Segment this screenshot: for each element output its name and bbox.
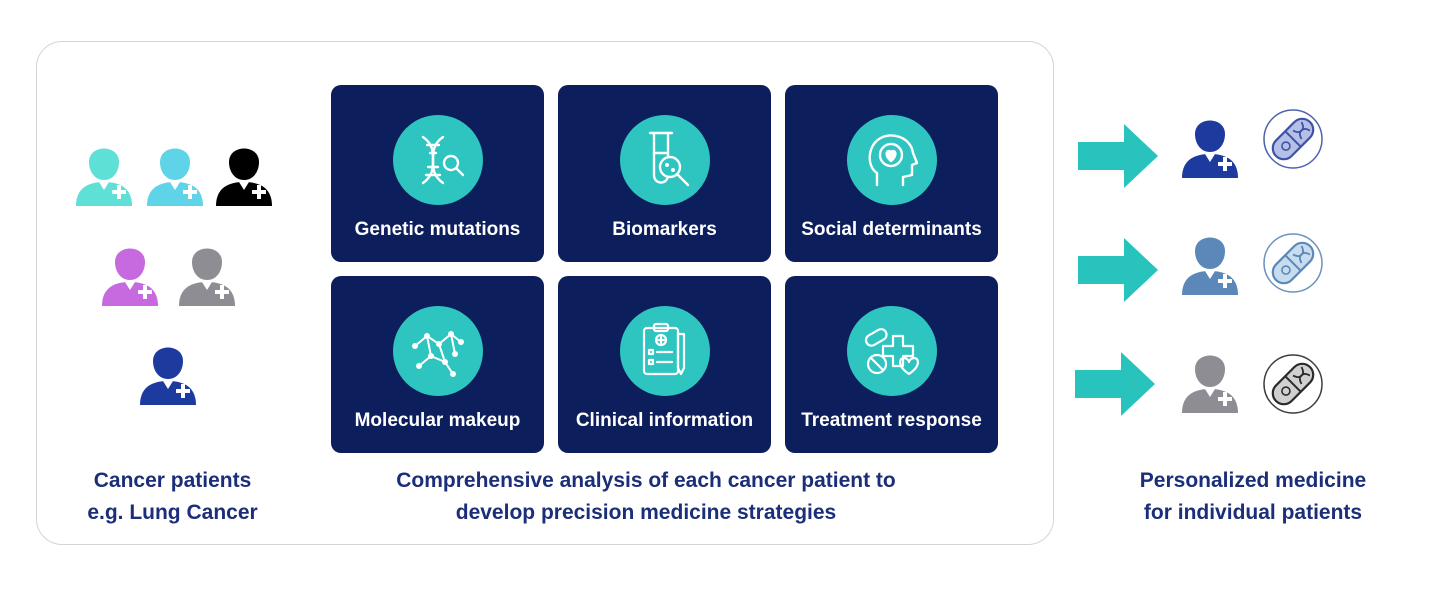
patient-icon xyxy=(212,138,276,208)
tile-label: Biomarkers xyxy=(612,219,717,240)
tile-clinical-information: Clinical information xyxy=(558,276,771,453)
tile-label: Molecular makeup xyxy=(354,410,521,431)
head-heart-icon xyxy=(846,115,937,205)
patient-icon xyxy=(143,138,207,208)
molecule-network-icon xyxy=(392,306,483,396)
arrow-right-icon xyxy=(1075,352,1155,416)
tile-label: Clinical information xyxy=(575,410,754,431)
capsule-pill-icon xyxy=(1262,108,1324,170)
tile-genetic-mutations: Genetic mutations xyxy=(331,85,544,262)
capsule-pill-icon xyxy=(1262,232,1324,294)
pills-heart-icon xyxy=(846,306,937,396)
patient-icon xyxy=(136,337,200,407)
outcome-patient-icon xyxy=(1178,227,1242,297)
caption-cancer-patients: Cancer patients e.g. Lung Cancer xyxy=(87,469,258,524)
dna-search-icon xyxy=(392,115,483,205)
test-tube-magnifier-icon xyxy=(619,115,710,205)
outcome-patient-icon xyxy=(1178,110,1242,180)
clipboard-icon xyxy=(619,306,710,396)
arrow-right-icon xyxy=(1078,238,1158,302)
capsule-pill-icon xyxy=(1262,353,1324,415)
tile-social-determinants: Social determinants xyxy=(785,85,998,262)
caption-personalized-medicine: Personalized medicine for individual pat… xyxy=(1139,469,1367,524)
patient-icon xyxy=(98,238,162,308)
caption-comprehensive-analysis: Comprehensive analysis of each cancer pa… xyxy=(396,469,896,524)
tile-label: Genetic mutations xyxy=(354,219,521,240)
tile-label: Social determinants xyxy=(801,219,982,240)
tile-treatment-response: Treatment response xyxy=(785,276,998,453)
tile-label: Treatment response xyxy=(801,410,982,431)
tile-molecular-makeup: Molecular makeup xyxy=(331,276,544,453)
arrow-right-icon xyxy=(1078,124,1158,188)
patient-icon xyxy=(72,138,136,208)
tile-biomarkers: Biomarkers xyxy=(558,85,771,262)
outcome-patient-icon xyxy=(1178,345,1242,415)
patient-icon xyxy=(175,238,239,308)
